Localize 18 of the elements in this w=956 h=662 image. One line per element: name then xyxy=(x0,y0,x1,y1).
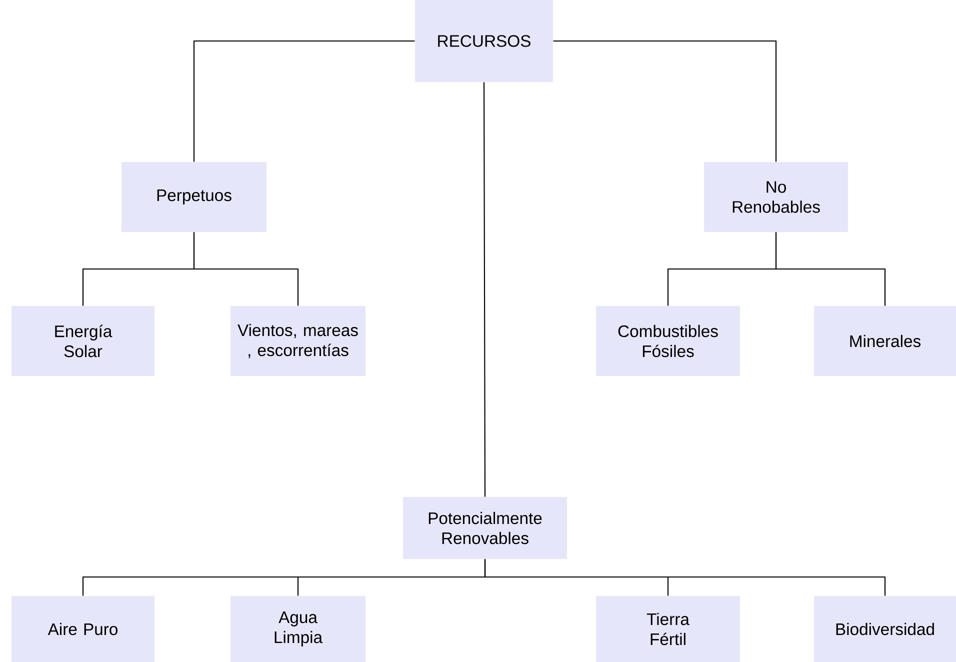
connector-line xyxy=(484,559,886,596)
concept-box: Perpetuos xyxy=(122,162,266,232)
connector-line xyxy=(193,40,415,162)
concept-box: Vientos, mareas , escorrentías xyxy=(230,306,366,376)
concept-box: Minerales xyxy=(814,306,956,376)
concept-box: Aire Puro xyxy=(12,596,154,662)
concept-box: Combustibles Fósiles xyxy=(596,306,740,376)
concept-box: Potencialmente Renovables xyxy=(403,497,567,559)
concept-box: No Renobables xyxy=(704,162,848,232)
concept-box: Biodiversidad xyxy=(814,596,956,662)
concept-box: Energía Solar xyxy=(12,306,154,376)
connector-line xyxy=(483,82,486,497)
connector-line xyxy=(553,40,777,162)
concept-box: RECURSOS xyxy=(415,0,553,82)
connector-line xyxy=(775,232,886,306)
concept-box: Tierra Fértil xyxy=(596,596,740,662)
connector-line xyxy=(193,232,299,306)
concept-box: Agua Limpia xyxy=(230,596,366,662)
